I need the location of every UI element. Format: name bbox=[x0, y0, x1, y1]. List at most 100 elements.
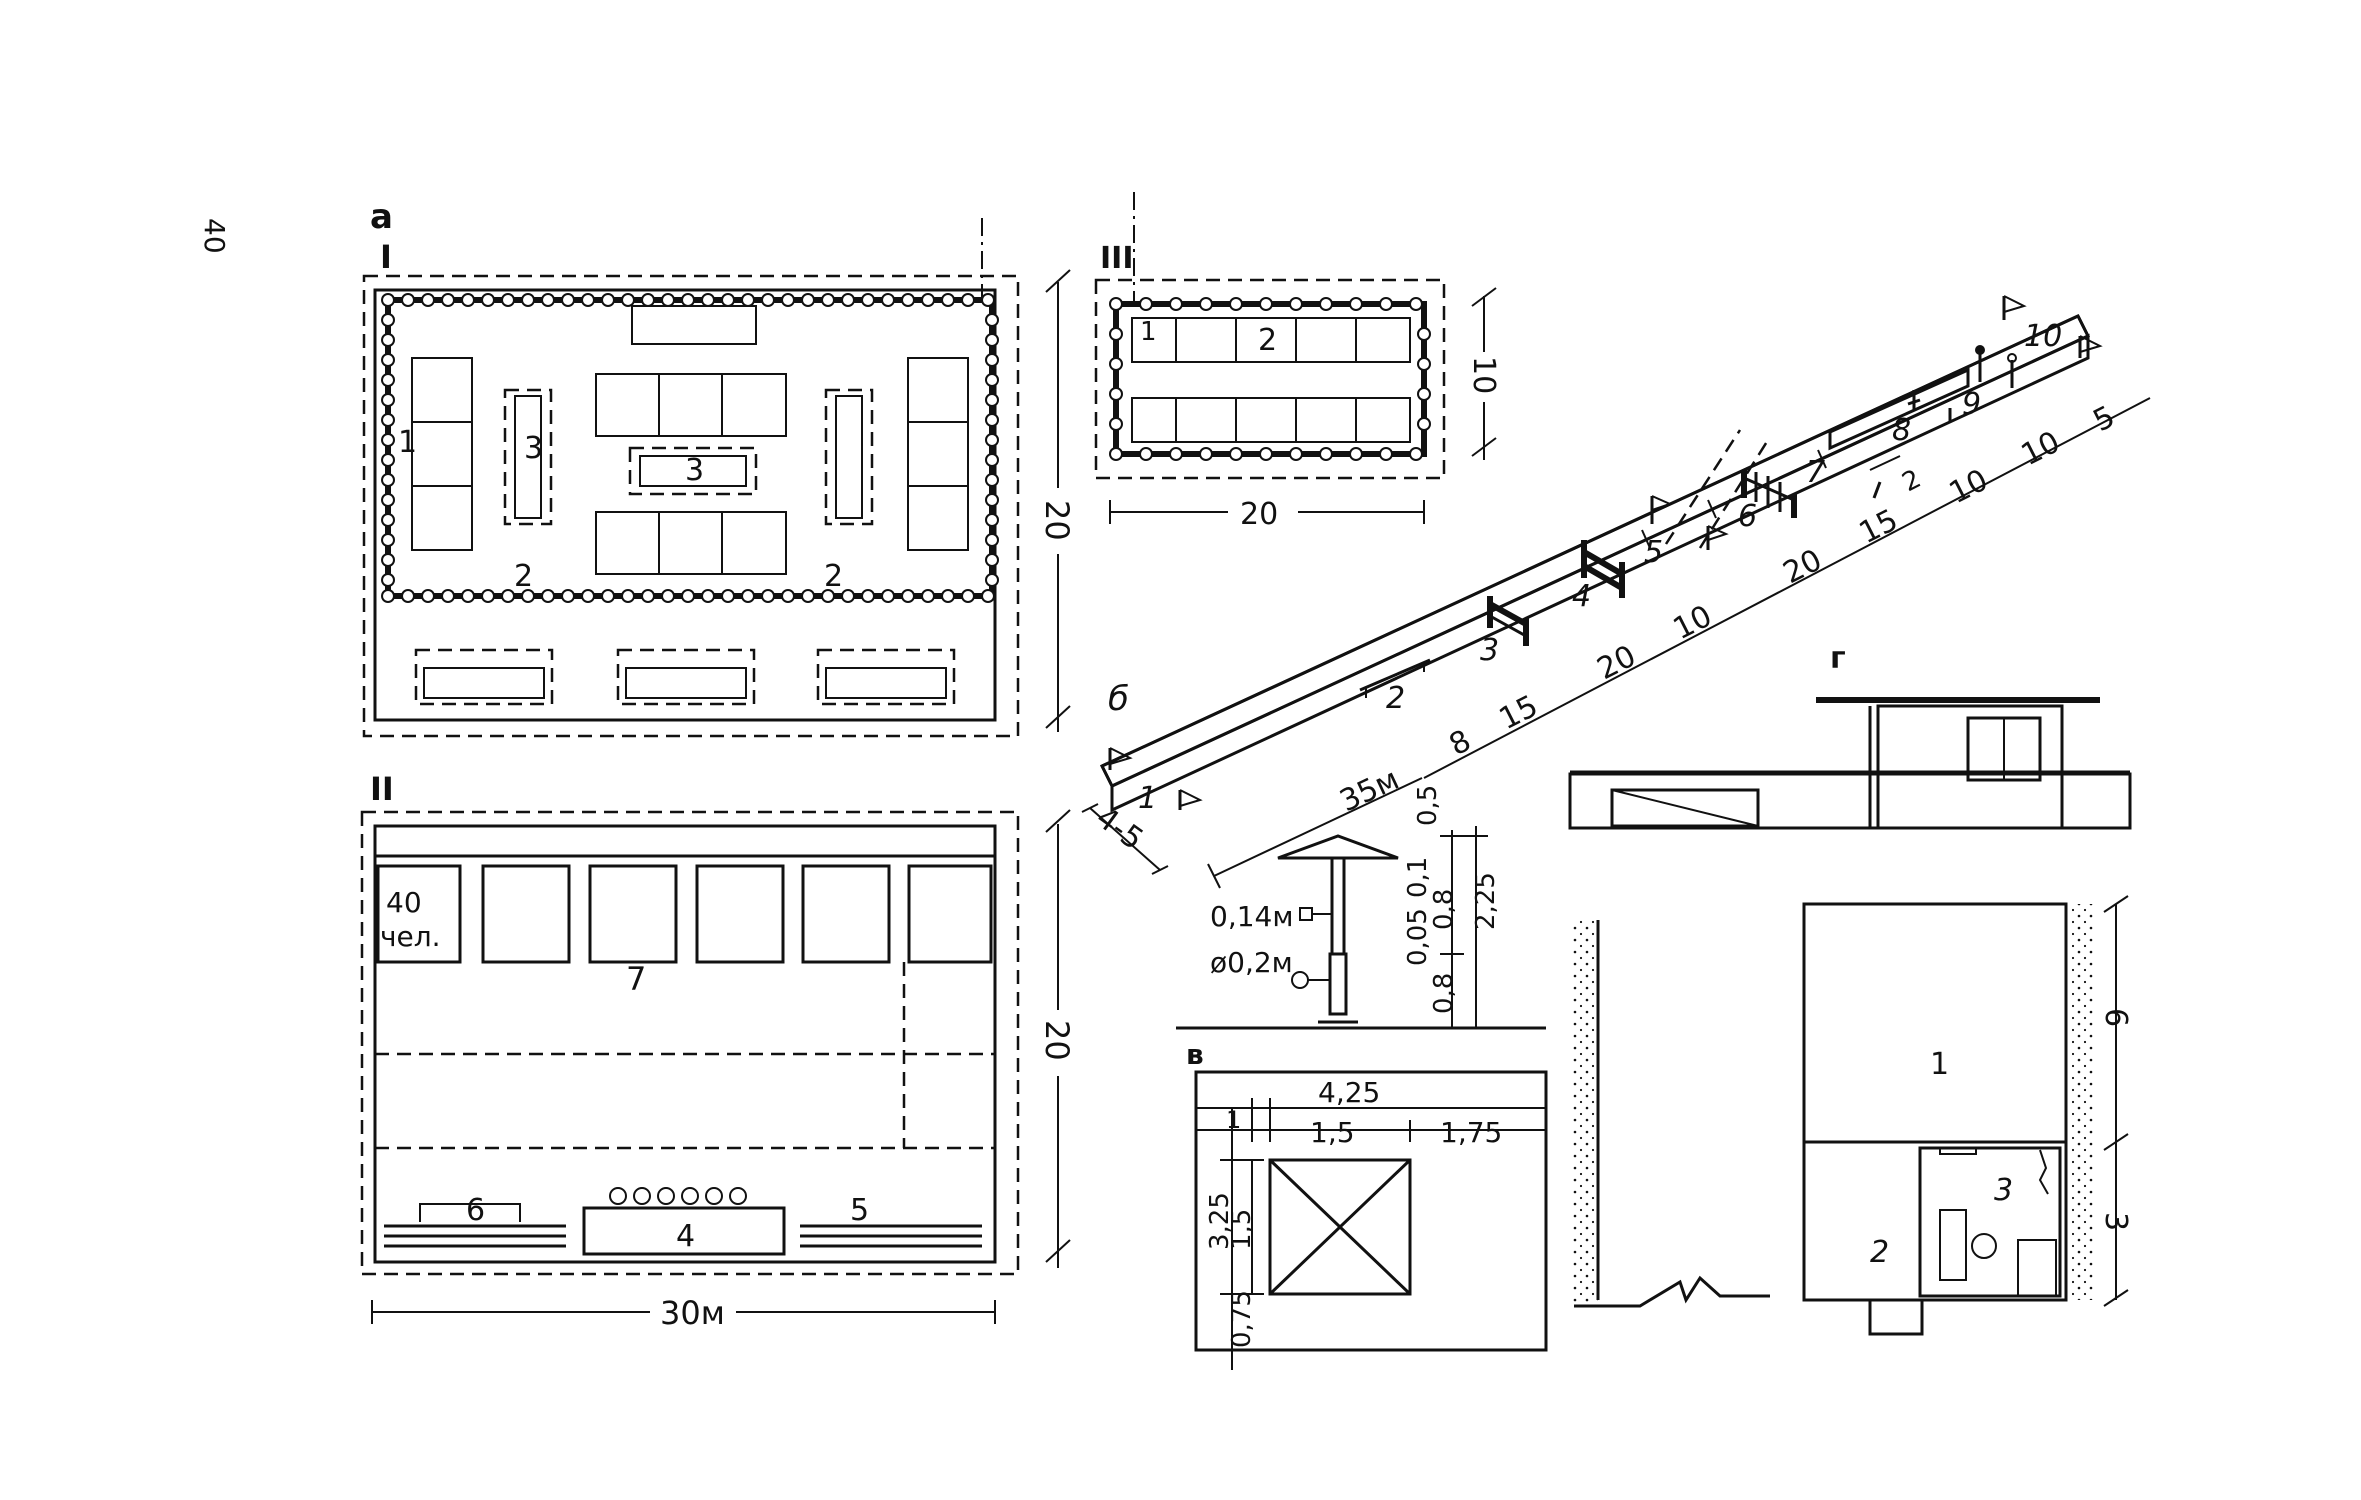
fence-post bbox=[801, 589, 815, 603]
fence-post bbox=[1169, 297, 1183, 311]
fence-post bbox=[541, 589, 555, 603]
fence-post bbox=[681, 589, 695, 603]
fence-post bbox=[981, 589, 995, 603]
plan-II-table-4 bbox=[582, 1187, 786, 1256]
building-label-1: 1 bbox=[1930, 1047, 1949, 1082]
shelter-plan-1-5b: 1,5 bbox=[1227, 1209, 1257, 1250]
fence-post bbox=[741, 589, 755, 603]
fence-post bbox=[621, 589, 635, 603]
fence-post bbox=[941, 589, 955, 603]
fence-post bbox=[461, 589, 475, 603]
plan-I: а I 1 3 3 bbox=[362, 197, 1076, 738]
fence-post bbox=[381, 313, 395, 327]
fence-post bbox=[741, 293, 755, 307]
fence-post bbox=[1139, 447, 1153, 461]
station-7: 7 bbox=[1806, 455, 1825, 490]
fence-post bbox=[1229, 297, 1243, 311]
fence-post bbox=[381, 293, 395, 307]
fence-post bbox=[841, 589, 855, 603]
fence-post bbox=[1417, 357, 1431, 371]
fence-post bbox=[401, 293, 415, 307]
obstacle-course: б bbox=[1081, 295, 2151, 889]
figure-letter-g: г bbox=[1830, 641, 1846, 676]
building-label-3: 3 bbox=[1994, 1173, 2013, 1208]
station-5: 5 bbox=[1644, 535, 1663, 570]
seg-dim-10b: 10 bbox=[1944, 463, 1994, 512]
fence-post bbox=[921, 589, 935, 603]
fence-post bbox=[461, 293, 475, 307]
fence-post bbox=[985, 373, 999, 387]
obstacle-5-6-area bbox=[1650, 429, 1797, 550]
figure-letter-b: б bbox=[1108, 679, 1129, 719]
fence-post bbox=[1409, 297, 1423, 311]
fence-post bbox=[1417, 327, 1431, 341]
seg-dim-10a: 10 bbox=[1668, 599, 1718, 648]
fence-post bbox=[961, 293, 975, 307]
fence-post bbox=[381, 513, 395, 527]
fence-post bbox=[381, 353, 395, 367]
fence-post bbox=[985, 313, 999, 327]
plan-I-roman: I bbox=[380, 238, 392, 276]
obstacle-2-beam bbox=[1359, 658, 1431, 698]
shelter-post-square: 0,14м bbox=[1210, 900, 1293, 933]
fence-post bbox=[861, 293, 875, 307]
fence-post bbox=[761, 589, 775, 603]
fence-post bbox=[921, 293, 935, 307]
plan-I-label-2b: 2 bbox=[824, 559, 843, 594]
obstacle-7-8-platform bbox=[1828, 367, 1970, 499]
plan-I-label-1: 1 bbox=[398, 425, 417, 460]
plan-II-bench-5 bbox=[800, 1224, 982, 1248]
plan-II-bench-6 bbox=[384, 1203, 566, 1248]
shelter-plan-1-5: 1,5 bbox=[1310, 1116, 1355, 1149]
fence-post bbox=[901, 589, 915, 603]
page-number: 40 bbox=[198, 218, 231, 254]
fence-post bbox=[381, 393, 395, 407]
plan-III-beds bbox=[1131, 317, 1411, 443]
fence-post bbox=[381, 573, 395, 587]
course-length-dim: 35м bbox=[1335, 762, 1405, 819]
fence-post bbox=[681, 293, 695, 307]
fence-post bbox=[1379, 297, 1393, 311]
plan-II: II 40 чел. 7 6 bbox=[360, 770, 1076, 1332]
plan-III-dim-width: 20 bbox=[1240, 497, 1278, 532]
plan-I-label-2a: 2 bbox=[514, 559, 533, 594]
shelter-elevation: 0,14м ø0,2м 0,5 0,1 0,8 2,25 0,05 0,8 bbox=[1176, 785, 1546, 1030]
shelter-plan: в 4,25 1 1,5 1,75 3,25 1,5 0,75 bbox=[1186, 1038, 1548, 1370]
fence-post bbox=[1259, 297, 1273, 311]
fence-post bbox=[381, 453, 395, 467]
seg-dim-15b: 15 bbox=[1854, 503, 1904, 552]
fence-post bbox=[985, 353, 999, 367]
fence-post bbox=[701, 589, 715, 603]
fence-post bbox=[901, 293, 915, 307]
fence-post bbox=[381, 373, 395, 387]
fence-post bbox=[481, 293, 495, 307]
seg-dim-5: 5 bbox=[2088, 399, 2121, 439]
end-flags bbox=[2002, 295, 2103, 358]
station-9: 9 bbox=[1962, 387, 1981, 422]
fence-post bbox=[1109, 327, 1123, 341]
fence-post bbox=[861, 589, 875, 603]
plan-II-tents bbox=[376, 864, 993, 964]
fence-post bbox=[381, 333, 395, 347]
fence-post bbox=[1109, 447, 1123, 461]
figure-letter-a: а bbox=[370, 197, 393, 237]
seg-dim-15a: 15 bbox=[1494, 689, 1544, 738]
plan-I-label-3b: 3 bbox=[685, 453, 704, 488]
fence-post bbox=[881, 589, 895, 603]
plan-II-capacity: 40 bbox=[386, 886, 422, 919]
shelter-post-round: ø0,2м bbox=[1210, 946, 1293, 979]
fence-post bbox=[985, 453, 999, 467]
fence-post bbox=[881, 293, 895, 307]
shelter-plan-0-75: 0,75 bbox=[1227, 1290, 1257, 1348]
obstacle-4-wall bbox=[1581, 540, 1625, 598]
fence-post bbox=[381, 493, 395, 507]
fence-post bbox=[961, 589, 975, 603]
fence-post bbox=[821, 589, 835, 603]
fence-post bbox=[641, 293, 655, 307]
fence-post bbox=[1379, 447, 1393, 461]
fence-post bbox=[1349, 297, 1363, 311]
fence-post bbox=[521, 293, 535, 307]
fence-post bbox=[721, 293, 735, 307]
station-4: 4 bbox=[1572, 579, 1591, 614]
fence-post bbox=[641, 589, 655, 603]
